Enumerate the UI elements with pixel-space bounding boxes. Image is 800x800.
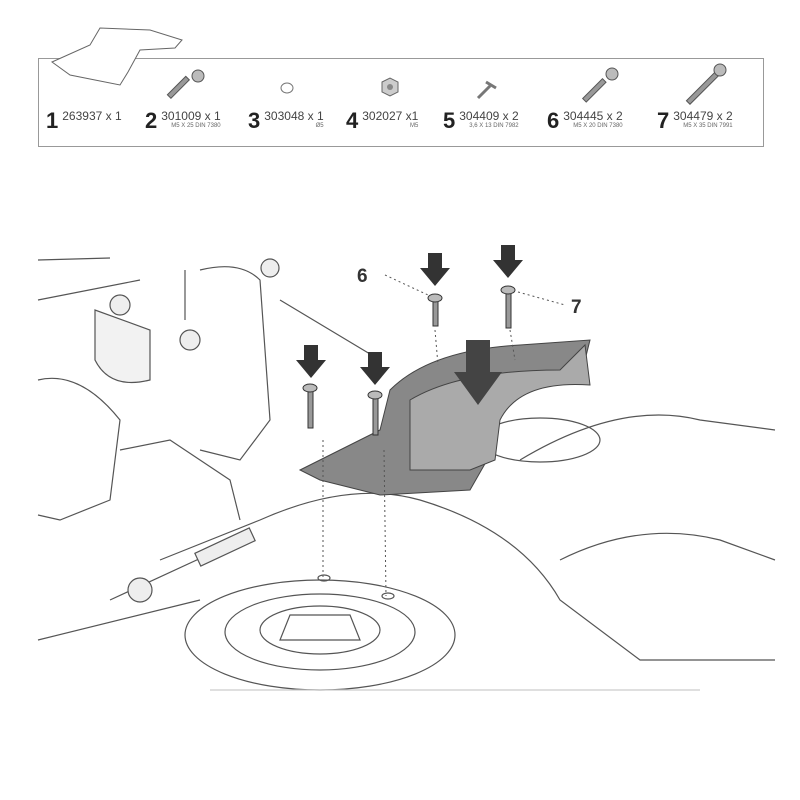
part-spec: M5 X 35 DIN 7991 (683, 123, 733, 129)
part-code: 304409 x 2 (459, 109, 519, 123)
part-spec: M5 X 20 DIN 7380 (573, 123, 623, 129)
part-code: 304479 x 2 (673, 109, 733, 123)
screw-icon-2 (166, 69, 205, 100)
screw-icon-6 (581, 67, 619, 103)
part-code: 303048 x 1 (264, 109, 324, 123)
part-number: 3 (248, 108, 261, 133)
motorcycle-tank-area (37, 257, 776, 691)
part-code: 301009 x 1 (161, 109, 221, 123)
part-code: 302027 x1 (362, 109, 419, 123)
part-spec: M5 (409, 123, 419, 129)
alignment-lines (322, 274, 566, 597)
part-spec: M5 X 25 DIN 7380 (171, 123, 221, 129)
tank-ring-bracket (298, 339, 591, 496)
nut-icon-4 (381, 77, 399, 97)
part-number: 2 (145, 108, 158, 133)
part-number: 6 (547, 108, 560, 133)
screws (302, 285, 516, 436)
part-number: 1 (46, 108, 59, 133)
part-number: 7 (657, 108, 670, 133)
part-spec: Ø5 (315, 123, 324, 129)
part-number: 4 (346, 108, 359, 133)
part-number: 5 (443, 108, 456, 133)
callout-6: 6 (357, 266, 368, 287)
screw-icon-5 (476, 80, 497, 100)
callout-7: 7 (571, 297, 582, 318)
part-code: 304445 x 2 (563, 109, 623, 123)
washer-icon-3 (280, 82, 294, 94)
part-spec: 3,6 X 13 DIN 7982 (469, 123, 519, 129)
screw-icon-7 (685, 63, 727, 105)
bracket-part-illustration (51, 27, 183, 86)
part-code: 263937 x 1 (62, 109, 122, 123)
down-arrows (296, 245, 523, 405)
parts-list-box (38, 58, 764, 147)
